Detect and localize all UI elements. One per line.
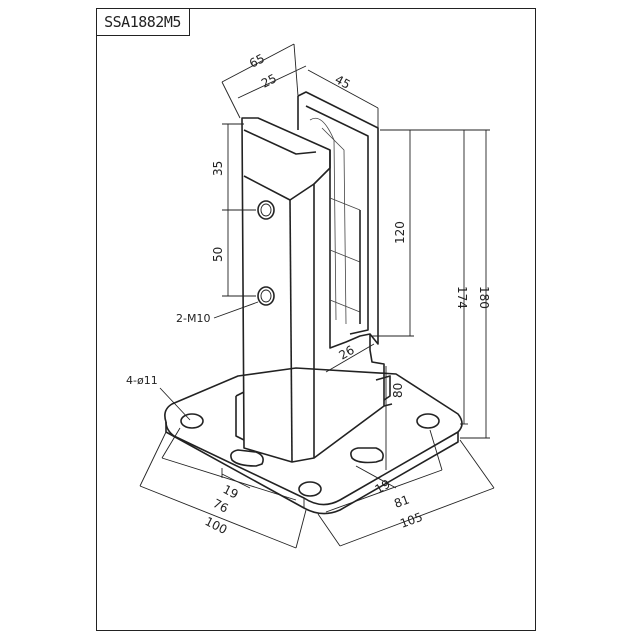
dim-50: 50 — [211, 247, 225, 262]
dim-19-right: 19 — [373, 477, 393, 497]
dim-120: 120 — [393, 221, 407, 244]
base-slot — [230, 447, 384, 467]
dim-26: 26 — [337, 343, 357, 363]
dim-19-left: 19 — [221, 482, 241, 501]
base-plate — [164, 367, 463, 515]
dim-25: 25 — [259, 71, 279, 90]
drawing-frame — [96, 8, 536, 631]
dim-105: 105 — [398, 510, 424, 531]
dimension-lines — [139, 43, 495, 549]
dim-65: 65 — [247, 51, 267, 70]
threaded-hole — [257, 200, 275, 306]
post-body — [235, 91, 393, 463]
dim-180: 180 — [477, 286, 491, 309]
base-hole — [180, 413, 440, 497]
dim-81: 81 — [392, 492, 411, 510]
dim-45: 45 — [333, 72, 353, 92]
dim-100: 100 — [203, 514, 230, 537]
dim-174: 174 — [455, 286, 469, 309]
part-number-title: SSA1882M5 — [96, 8, 190, 36]
dim-35: 35 — [211, 161, 225, 176]
hole-spec-label: 2-M10 — [176, 312, 210, 325]
dim-76: 76 — [211, 496, 231, 515]
dim-80: 80 — [391, 383, 405, 398]
base-holes-label: 4-ø11 — [126, 374, 158, 387]
